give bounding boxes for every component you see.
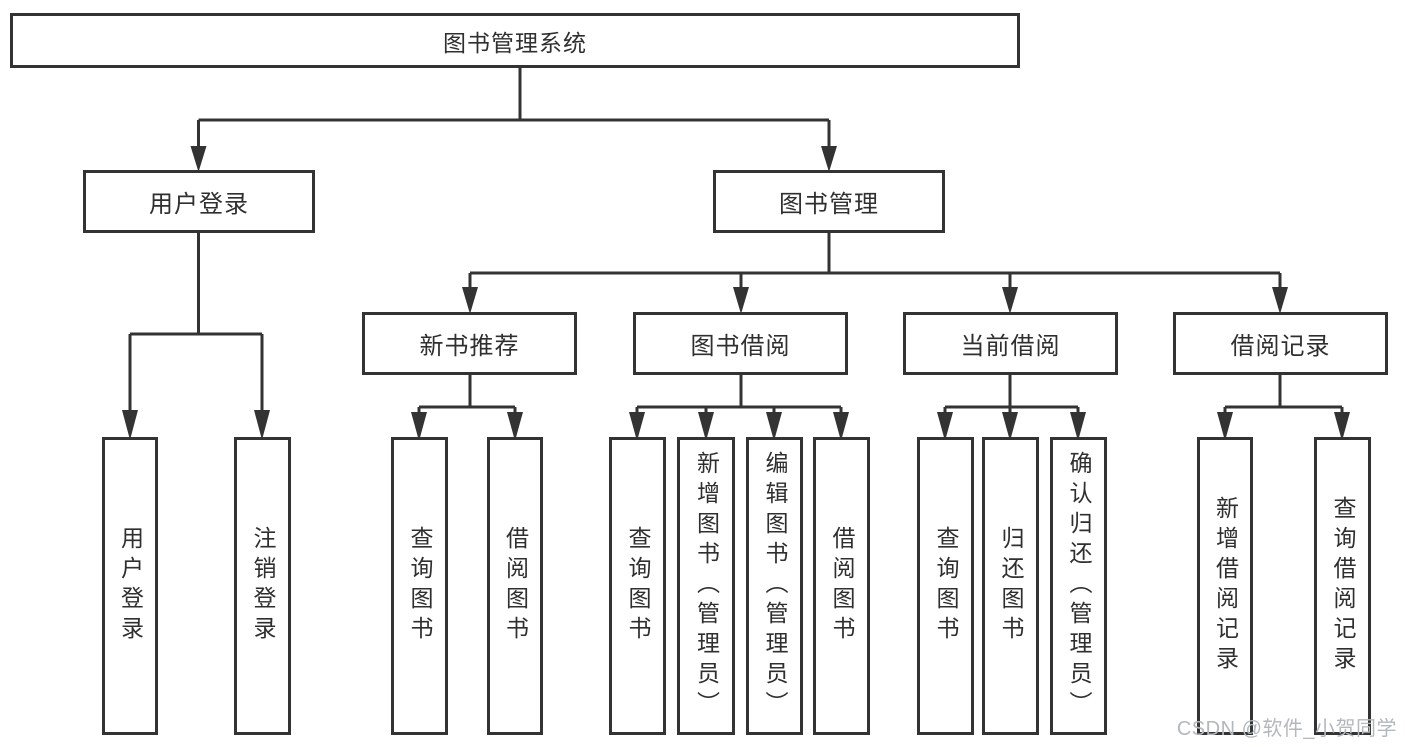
leaf-nbr-query-books: 查询图书: [391, 437, 448, 735]
leaf-nbr-borrow-books: 借阅图书: [487, 437, 543, 735]
leaf-user-login-label: 用户登录: [117, 526, 144, 646]
leaf-bb-borrow-books: 借阅图书: [813, 437, 870, 735]
node-book-management: 图书管理: [713, 170, 945, 233]
leaf-cb-return-books-label: 归还图书: [998, 526, 1024, 646]
node-user-login: 用户登录: [83, 170, 315, 233]
leaf-user-login: 用户登录: [102, 437, 158, 735]
leaf-bb-add-books-admin: 新增图书（管理员）: [677, 437, 735, 735]
node-borrow-record-label: 借阅记录: [1230, 333, 1331, 360]
node-root: 图书管理系统: [10, 13, 1020, 68]
node-new-book-recommend: 新书推荐: [362, 312, 577, 375]
leaf-bb-query-books-label: 查询图书: [625, 526, 651, 646]
leaf-cb-return-books: 归还图书: [982, 437, 1039, 735]
leaf-bb-edit-books-admin-label: 编辑图书（管理员）: [762, 451, 788, 721]
leaf-br-add-borrow-record-label: 新增借阅记录: [1212, 496, 1239, 676]
node-new-book-recommend-label: 新书推荐: [419, 333, 520, 360]
leaf-bb-query-books: 查询图书: [609, 437, 666, 735]
leaf-bb-edit-books-admin: 编辑图书（管理员）: [746, 437, 803, 735]
leaf-cb-query-books-label: 查询图书: [933, 526, 959, 646]
leaf-br-query-borrow-record-label: 查询借阅记录: [1330, 496, 1356, 676]
node-current-borrow-label: 当前借阅: [960, 333, 1061, 360]
node-current-borrow: 当前借阅: [903, 312, 1118, 375]
leaf-bb-add-books-admin-label: 新增图书（管理员）: [693, 451, 720, 721]
leaf-bb-borrow-books-label: 借阅图书: [829, 526, 855, 646]
leaf-br-query-borrow-record: 查询借阅记录: [1314, 437, 1371, 735]
node-book-borrow-label: 图书借阅: [690, 333, 791, 360]
node-book-borrow: 图书借阅: [633, 312, 848, 375]
node-root-label: 图书管理系统: [443, 29, 587, 56]
leaf-nbr-borrow-books-label: 借阅图书: [502, 526, 529, 646]
leaf-nbr-query-books-label: 查询图书: [407, 526, 433, 646]
leaf-cb-confirm-return-admin-label: 确认归还（管理员）: [1066, 451, 1092, 721]
node-borrow-record: 借阅记录: [1173, 312, 1388, 375]
leaf-br-add-borrow-record: 新增借阅记录: [1197, 437, 1253, 735]
node-user-login-label: 用户登录: [149, 191, 249, 218]
node-book-management-label: 图书管理: [779, 191, 879, 218]
watermark-text: CSDN @软件_小贺同学: [1176, 718, 1397, 740]
leaf-logout-login-label: 注销登录: [250, 526, 276, 646]
leaf-cb-confirm-return-admin: 确认归还（管理员）: [1050, 437, 1107, 735]
leaf-cb-query-books: 查询图书: [917, 437, 974, 735]
leaf-logout-login: 注销登录: [234, 437, 291, 735]
